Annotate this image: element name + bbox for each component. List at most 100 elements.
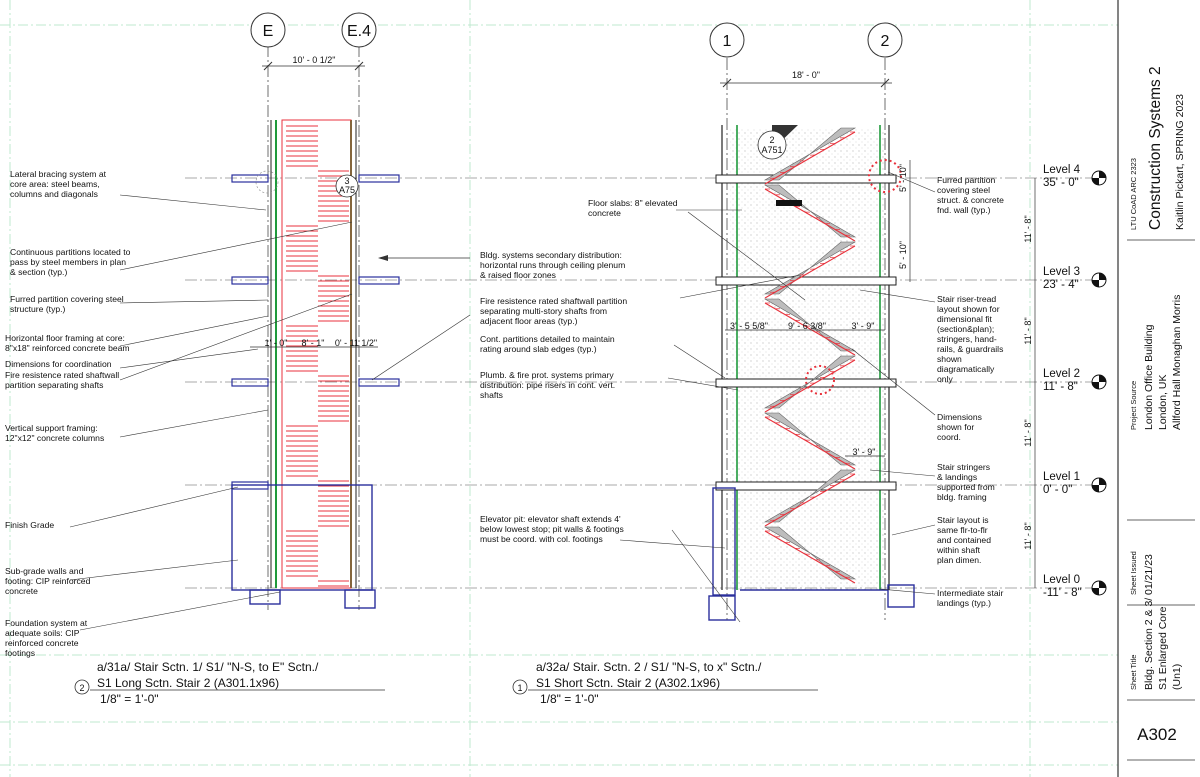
annotation-note: Dimensions for coordination xyxy=(5,359,112,369)
dim-grid-e-e4: 10' - 0 1/2" xyxy=(293,55,336,65)
tb-issued: 01/21/23 xyxy=(1143,554,1155,595)
section-marker-sheet: A751 xyxy=(761,145,782,155)
dim-core-left: 1' - 0" xyxy=(265,338,288,348)
short-section: 2 A751 xyxy=(708,58,915,621)
tb-sheet-title-1: Bldg. Section 2 & 3/ xyxy=(1143,598,1155,690)
grid-1: 1 xyxy=(723,33,732,50)
dim-run-b: 9' - 6 3/8" xyxy=(788,321,826,331)
left-leaders xyxy=(69,194,471,631)
view-title-left-line2: S1 Long Sctn. Stair 2 (A301.1x96) xyxy=(97,676,279,690)
annotation-note: Vertical support framing:12"x12" concret… xyxy=(5,423,104,443)
grid-2: 2 xyxy=(881,33,890,50)
grid-bubbles-left: E E.4 10' - 0 1/2" 1' - 0" 8' - 1" 0' - … xyxy=(250,12,378,348)
notes-mid: Bldg. systems secondary distribution:hor… xyxy=(480,198,678,544)
level-target-icon xyxy=(1091,580,1107,596)
level-name: Level 4 xyxy=(1043,164,1081,176)
section-marker-num: 2 xyxy=(769,135,774,145)
dim-ftf-2: 11' - 8" xyxy=(1023,317,1033,344)
level-marker: Level 0-11' - 8" xyxy=(1043,574,1107,599)
level-target-icon xyxy=(1091,374,1107,390)
level-target-icon xyxy=(1091,477,1107,493)
view-scale-left: 1/8" = 1'-0" xyxy=(100,692,159,706)
level-target-icon xyxy=(1091,272,1107,288)
tb-project-1: London Office Building xyxy=(1143,324,1155,430)
view-title-left-line1: a/31a/ Stair Sctn. 1/ S1/ "N-S, to E" Sc… xyxy=(97,660,319,674)
view-title-right-line1: a/32a/ Stair. Sctn. 2 / S1/ "N-S, to x" … xyxy=(536,660,762,674)
annotation-note: Bldg. systems secondary distribution:hor… xyxy=(480,250,625,280)
level-marker: Level 211' - 8" xyxy=(1043,368,1107,393)
level-elevation: 35' - 0" xyxy=(1043,177,1079,189)
level-marker: Level 323' - 4" xyxy=(1043,266,1107,291)
dim-ftf-4: 11' - 8" xyxy=(1023,522,1033,549)
grid-bubbles-right: 1 2 18' - 0" 3' - 5 5/8" 9' - 6 3/8" 3' … xyxy=(709,22,1036,588)
view-title-left: 2 a/31a/ Stair Sctn. 1/ S1/ "N-S, to E" … xyxy=(74,660,385,706)
annotation-note: Finish Grade xyxy=(5,520,54,530)
title-block: LTU CoAD ARC 2323 Construction Systems 2… xyxy=(1117,0,1200,777)
level-name: Level 1 xyxy=(1043,471,1080,483)
view-num-left: 2 xyxy=(79,683,84,693)
annotation-note: Fire resistence rated shaftwall partitio… xyxy=(480,296,627,326)
grid-E: E xyxy=(263,23,274,40)
long-section: 3 A75 xyxy=(185,45,1100,610)
dim-ftf-1: 11' - 8" xyxy=(1023,215,1033,242)
view-title-right-line2: S1 Short Sctn. Stair 2 (A302.1x96) xyxy=(536,676,720,690)
tb-title: Construction Systems 2 xyxy=(1147,66,1164,230)
level-name: Level 2 xyxy=(1043,368,1080,380)
dim-run-d: 3' - 9" xyxy=(853,447,876,457)
dim-vert-a: 5' - 10" xyxy=(898,164,908,192)
tb-sheet-number: A302 xyxy=(1137,725,1177,744)
level-name: Level 0 xyxy=(1043,574,1080,586)
level-name: Level 3 xyxy=(1043,266,1080,278)
tb-sheet-title-3: (Un1) xyxy=(1171,664,1183,690)
level-elevation: 11' - 8" xyxy=(1043,381,1078,393)
level-markers: Level 435' - 0" Level 323' - 4" Level 211'… xyxy=(1043,164,1107,599)
dim-vert-b: 5' - 10" xyxy=(898,241,908,269)
level-elevation: 23' - 4" xyxy=(1043,279,1079,291)
left-section-marker-num: 3 xyxy=(344,176,349,186)
level-target-icon xyxy=(1091,170,1107,186)
level-marker: Level 435' - 0" xyxy=(1043,164,1107,189)
view-scale-right: 1/8" = 1'-0" xyxy=(540,692,599,706)
dim-run-c: 3' - 9" xyxy=(852,321,875,331)
left-section-marker-sheet: A75 xyxy=(339,185,355,195)
tb-project-source-label: Project Source xyxy=(1129,381,1138,430)
level-elevation: 0' - 0" xyxy=(1043,484,1072,496)
dim-grid-1-2: 18' - 0" xyxy=(792,70,820,80)
dim-ftf-3: 11' - 8" xyxy=(1023,419,1033,446)
annotation-note: Horizontal floor framing at core:8"x18" … xyxy=(5,333,130,353)
view-title-right: 1 a/32a/ Stair. Sctn. 2 / S1/ "N-S, to x… xyxy=(512,660,818,706)
level-elevation: -11' - 8" xyxy=(1043,587,1082,599)
tb-sheet-issued-label: Sheet Issued xyxy=(1129,551,1138,595)
level-marker: Level 10' - 0" xyxy=(1043,471,1107,496)
tb-project-2: London, UK xyxy=(1157,375,1169,430)
dim-run-a: 3' - 5 5/8" xyxy=(730,321,768,331)
right-leaders xyxy=(619,171,936,623)
tb-author: Kaitlin Pickart, SPRING 2023 xyxy=(1174,94,1186,230)
dim-core-mid: 8' - 1" xyxy=(302,338,325,348)
tb-sheet-title-2: S1 Enlarged Core xyxy=(1157,606,1169,690)
dim-core-right: 0' - 11 1/2" xyxy=(335,338,377,348)
annotation-note: Elevator pit: elevator shaft extends 4'b… xyxy=(480,514,624,544)
grid-E4: E.4 xyxy=(347,23,371,40)
tb-course: LTU CoAD ARC 2323 xyxy=(1129,158,1138,230)
view-num-right: 1 xyxy=(517,683,522,693)
